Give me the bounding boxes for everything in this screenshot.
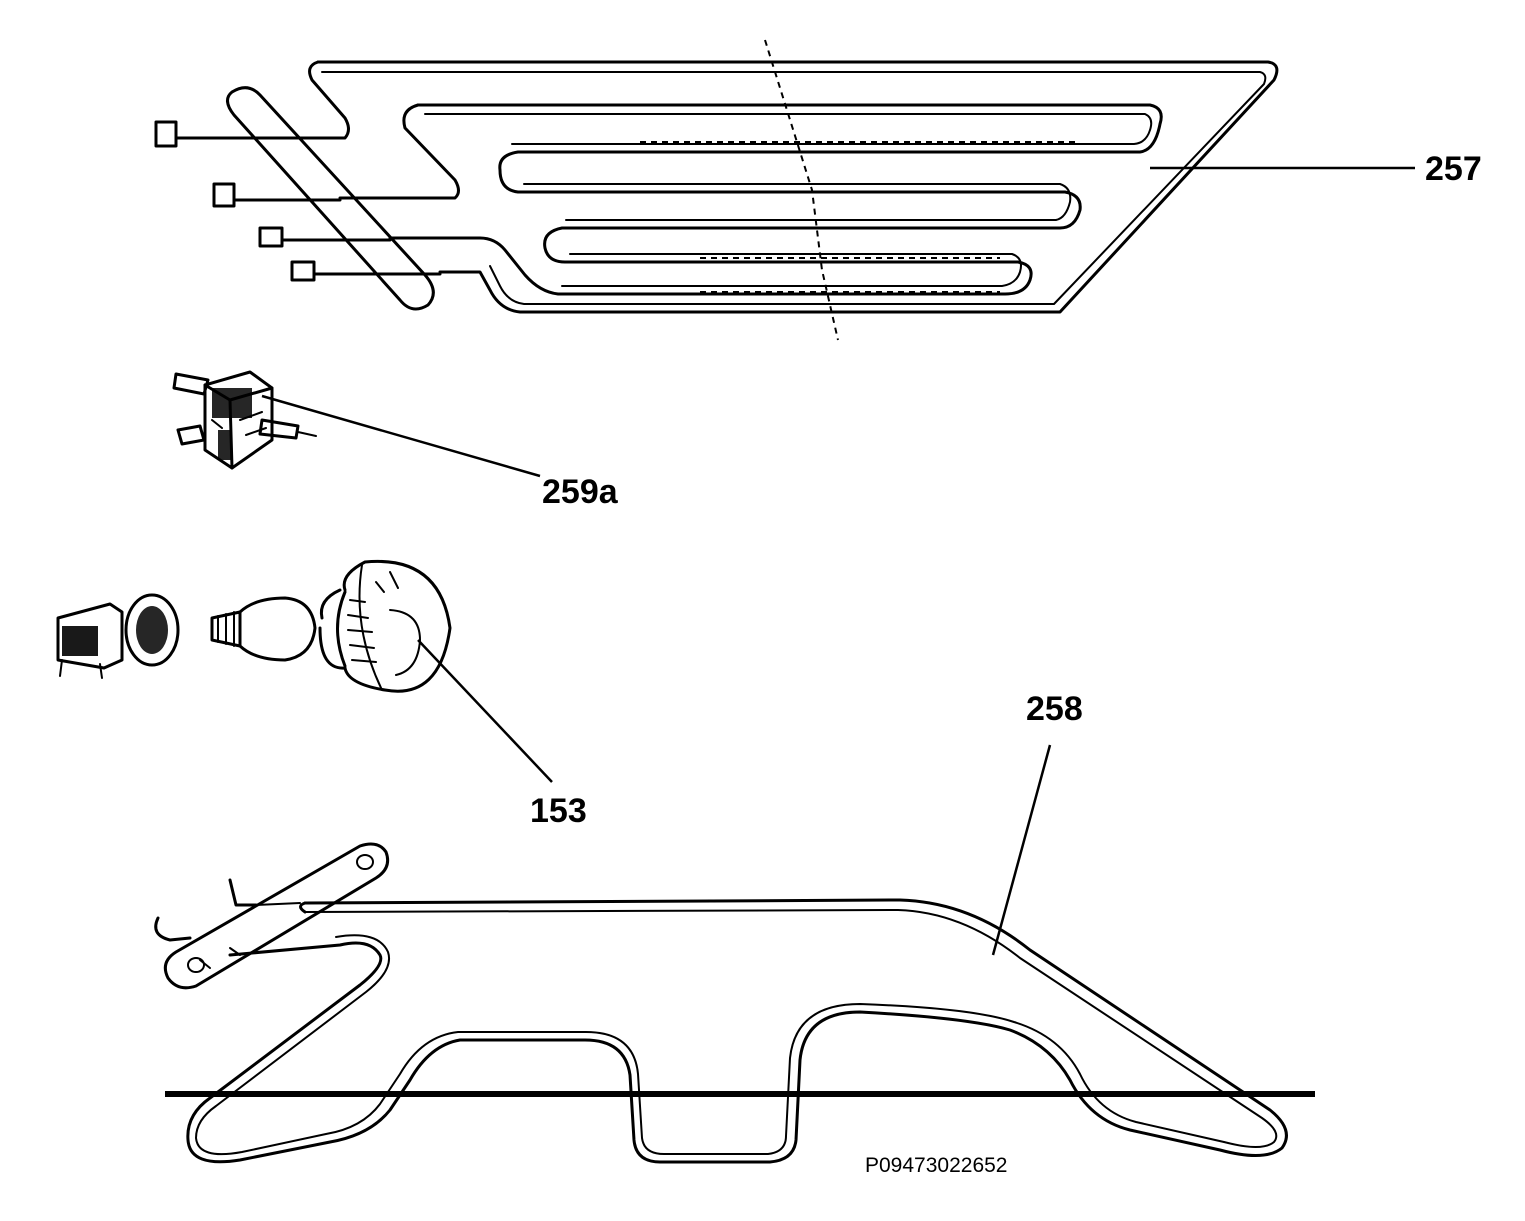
- heating-element-258: [154, 842, 1315, 1164]
- leader-153: [417, 639, 553, 783]
- label-258: 258: [1026, 690, 1083, 728]
- label-153: 153: [530, 792, 587, 830]
- label-259a: 259a: [542, 473, 619, 511]
- leader-lines: [261, 166, 1415, 956]
- heating-element-257: [154, 39, 1279, 341]
- leader-259a: [261, 394, 541, 478]
- leader-258: [991, 744, 1052, 956]
- label-257: 257: [1425, 150, 1482, 188]
- oven-lamp-153: [56, 559, 452, 693]
- terminal-block-259a: [172, 370, 317, 470]
- reference-code: P09473022652: [865, 1154, 1007, 1177]
